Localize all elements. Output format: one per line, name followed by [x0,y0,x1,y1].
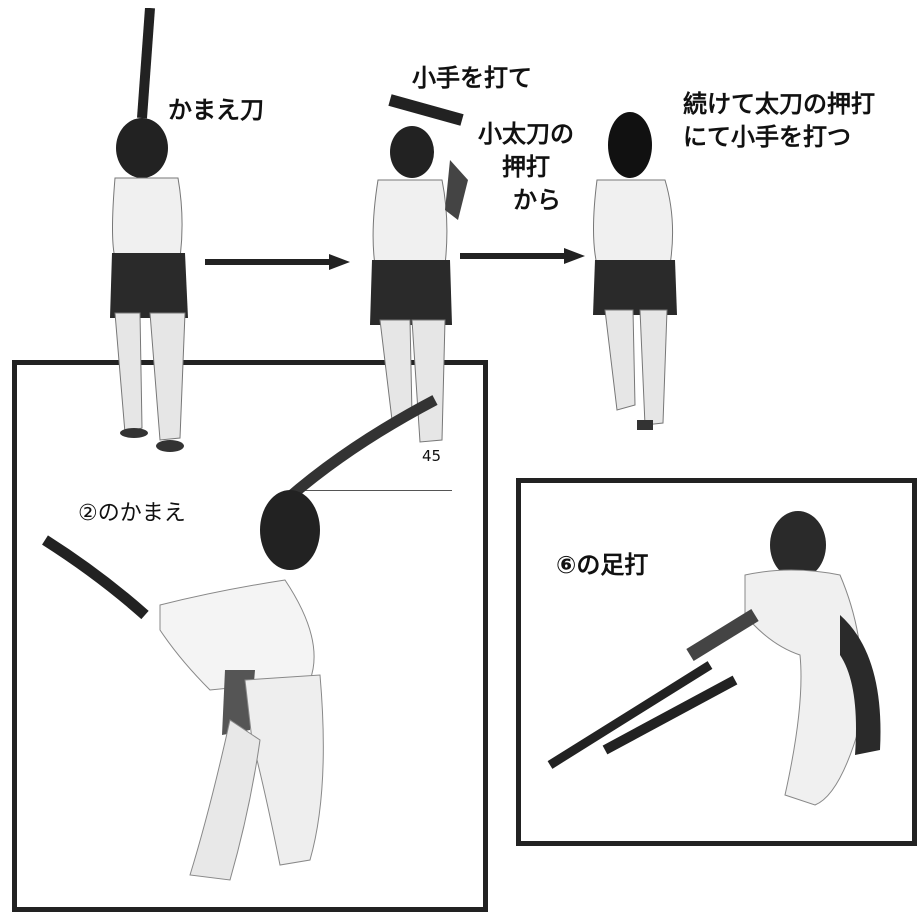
figure-tsuzukete-oshiuchi [585,105,695,440]
figure-kote-wo-ute [350,90,480,460]
caption-kodachi-line-3: から [513,186,561,214]
angle-guide-line [300,490,452,491]
caption-ashiuchi-6: ⑥の足打 [556,551,649,579]
caption-tsuzukete: 続けて太刀の押打 にて小手を打つ [683,88,875,154]
figure-kamae-2 [40,390,460,890]
figure-kamae-katana [90,8,210,458]
caption-kamae-2: ②のかまえ [78,501,186,526]
arrow-right-2 [460,246,585,270]
caption-tsuzukete-line-2: にて小手を打つ [683,123,851,151]
inset-frame-kamae [12,360,488,912]
caption-kodachi-line-1: 小太刀の [478,120,574,148]
angle-mark: 45 [422,447,442,465]
caption-kamae-katana: かまえ刀 [168,96,264,124]
inset-frame-ashiuchi [516,478,917,846]
caption-kodachi-no-oshiuchi: 小太刀の 押打 から [478,118,574,217]
caption-tsuzukete-line-1: 続けて太刀の押打 [683,90,875,118]
arrow-right-1 [205,252,350,276]
caption-kodachi-line-2: 押打 [502,153,550,181]
figure-ashiuchi-6 [540,505,910,815]
caption-kote-wo-ute: 小手を打て [412,64,532,92]
